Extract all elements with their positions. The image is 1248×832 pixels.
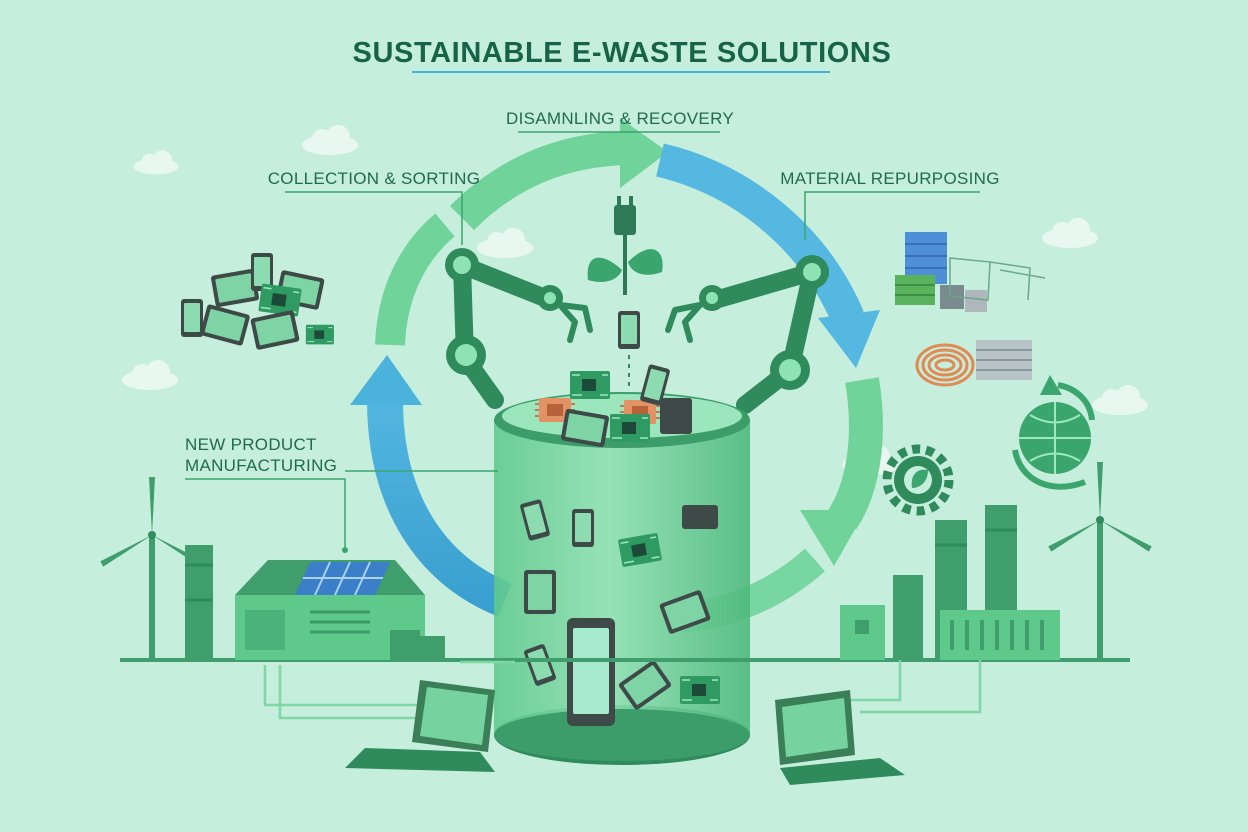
stage-label-repurposing: MATERIAL REPURPOSING: [780, 169, 999, 188]
circuit-board-icon: [569, 370, 611, 400]
robot-claw-left: [557, 302, 593, 343]
arrowhead-right-bottom: [800, 510, 866, 566]
stage-label-manufacturing-line2: MANUFACTURING: [185, 456, 337, 475]
arrow-left-upper: [375, 213, 455, 346]
arrowhead-right-top: [818, 310, 880, 368]
plug-leaf-icon: [587, 196, 663, 295]
globe-recycle-icon: [1012, 375, 1095, 490]
gear-leaf-icon: [882, 444, 954, 516]
stage-label-collection: COLLECTION & SORTING: [268, 169, 481, 188]
robot-claw-right: [665, 302, 703, 343]
circuit-board-icon: [609, 413, 651, 443]
stage-collection: COLLECTION & SORTING: [268, 169, 481, 245]
robot-arm-left: [445, 248, 593, 409]
recycling-cylinder: [494, 363, 750, 765]
laptop-icon: [775, 690, 905, 785]
arrow-manufacturing-to-collection: [367, 399, 513, 617]
wind-turbine-icon: [1048, 462, 1152, 660]
arrow-collection-to-dismantling: [449, 131, 626, 231]
robot-arm-right: [665, 255, 829, 414]
connector-lines: [263, 660, 982, 720]
stage-dismantling: DISAMNLING & RECOVERY: [506, 109, 734, 133]
cycle-arrows: [350, 118, 883, 633]
factory-left: [185, 545, 445, 660]
dropping-phone: [618, 311, 640, 390]
circuit-board-icon: [679, 675, 721, 705]
smartphone-screen: [573, 628, 609, 714]
arrowhead-left: [350, 355, 422, 405]
tablet-icon: [524, 570, 556, 614]
copper-coil-icon: [915, 340, 1032, 387]
arrow-repurposing-down: [827, 377, 883, 530]
circuit-board-icon: [257, 282, 303, 318]
stage-label-dismantling: DISAMNLING & RECOVERY: [506, 109, 734, 128]
stage-repurposing: MATERIAL REPURPOSING: [780, 169, 999, 240]
material-blocks-icon: [895, 232, 1046, 312]
solar-panel-icon: [295, 561, 390, 596]
smartphone-icon: [618, 311, 640, 349]
laptop-icon: [345, 680, 495, 772]
circuit-board-icon: [305, 324, 335, 345]
stage-label-manufacturing-line1: NEW PRODUCT: [185, 435, 317, 454]
microchip-icon: [682, 505, 718, 529]
factory-icon: [840, 505, 1060, 660]
stage-manufacturing: NEW PRODUCT MANUFACTURING: [185, 435, 498, 553]
arrow-dismantling-to-repurposing: [655, 143, 864, 325]
page-title: SUSTAINABLE E-WASTE SOLUTIONS: [353, 37, 892, 69]
arrowhead-top: [620, 118, 668, 188]
smartphone-icon: [181, 299, 203, 337]
smartphone-icon: [572, 509, 594, 547]
device-icon: [660, 398, 692, 434]
wind-turbine-icon: [100, 477, 204, 660]
